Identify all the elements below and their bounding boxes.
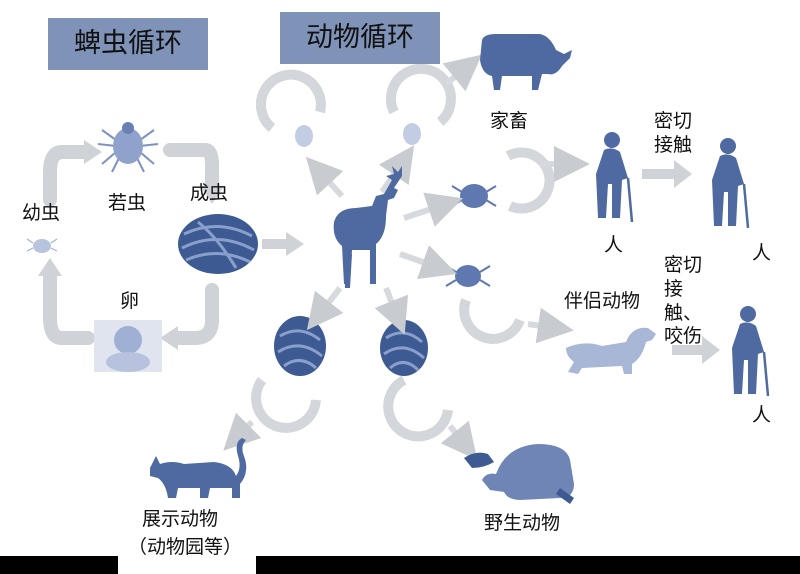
arrow-deer-livestock [403,192,464,227]
contact-arrowheads [674,160,720,364]
loop-livestock [505,147,555,214]
loop-exhibit [251,377,321,433]
deer-radiating-arrows [305,54,482,335]
close-contact-bite-label: 密切接触、咬伤 [664,254,703,348]
tick-cluster-exhibit [274,316,326,376]
raccoon-icon [464,444,574,504]
person-1-icon [596,132,634,223]
arrow-deer-topleft [305,156,345,199]
host-arrows [223,146,590,461]
dog-icon [566,327,656,374]
human-label-2: 人 [752,242,772,264]
contact-arrows [642,169,704,355]
tick-adult-icon [178,214,258,274]
tick-icon [295,125,313,147]
tick-egg-icon [94,320,162,372]
stage-nymph-label: 若虫 [108,192,147,214]
loop-arrow-egg-larva [43,265,95,345]
loop-arrow-larva-nymph [43,145,95,207]
bottom-tab [118,538,256,574]
loop-arrow-nymph-adult [163,143,219,197]
loop-arrowheads [38,140,224,350]
arrow-exhibit-cat [223,412,262,451]
cat-icon [150,438,247,498]
arrow-deer-companion [399,245,457,280]
tick-cycle-loop [43,143,219,345]
contact-2-label-bg [662,252,714,334]
loop-arrow-adult-egg [168,283,219,345]
stage-larva-label: 幼虫 [22,202,61,224]
loop-top-right [385,63,456,126]
person-2-icon [712,138,750,229]
host-companion-label: 伴侣动物 [564,290,641,312]
arrow-wild-raccoon [440,420,478,461]
animal-cycle-ticks [295,123,421,147]
stage-adult-label: 成虫 [190,182,229,204]
tick-engorged-livestock [451,184,497,208]
person-3-icon [732,306,770,397]
deer-icon [333,166,402,288]
human-label-1: 人 [604,234,624,256]
tick-nymph-icon [97,122,159,173]
cow-icon [480,34,572,90]
tick-icon [403,123,421,145]
tick-cluster-wild [380,320,428,376]
loop-wild [383,375,453,442]
arrow-deer-wild [374,286,409,335]
arrow-to-cow [442,54,482,92]
tick-larva-icon [26,238,58,253]
host-livestock-label: 家畜 [490,110,529,132]
stage-egg-label: 卵 [120,290,140,312]
arrow-companion-dog [527,307,574,344]
loop-companion [459,298,525,344]
arrow-tick-to-deer-head [286,232,304,256]
tick-cycle-title: 蜱虫循环 [48,18,208,70]
host-exhibit-label: 展示动物 [142,508,219,530]
host-exhibit-note: （动物园等） [128,536,243,558]
loop-top-left [255,69,326,132]
animal-cycle-title: 动物循环 [280,12,440,64]
animal-cycle-loops [251,63,555,442]
tick-engorged-companion [445,265,491,287]
arrow-deer-exhibit [306,286,344,331]
close-contact-label-1: 密切接触 [654,110,693,156]
human-label-3: 人 [752,404,772,426]
host-wild-label: 野生动物 [484,512,561,534]
